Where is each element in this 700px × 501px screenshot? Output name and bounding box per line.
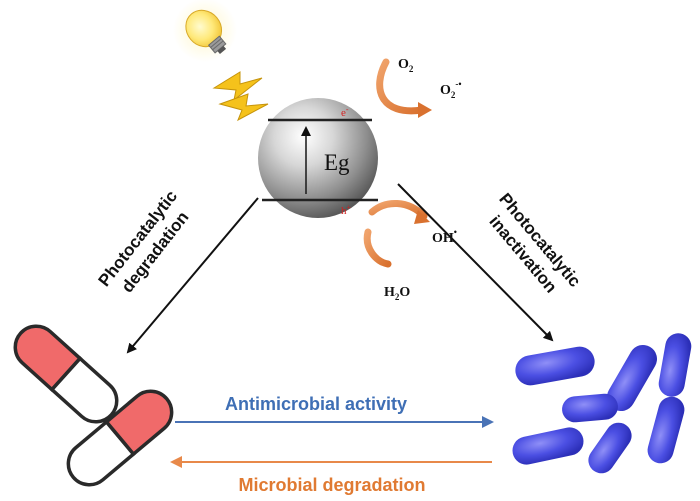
water-label: H2O [384,285,410,302]
electron-label: e- [341,105,349,119]
inactivation-arrow [397,183,554,342]
degradation-arrow [126,197,259,354]
oxygen-label: O2 [398,57,414,74]
hole-label: h+ [341,203,352,217]
band-gap-label: Eg [324,150,350,175]
water-oxidation-arrow [363,200,430,268]
antimicrobial-activity-label: Antimicrobial activity [225,394,407,414]
light-bulb-icon [173,0,237,62]
microbial-degradation-label: Microbial degradation [238,475,425,495]
catalyst-sphere: Eg e- h+ [258,98,378,218]
capsule-icon [66,389,174,487]
bacteria-icon [512,333,692,474]
capsule-icon [13,324,119,424]
lightning-bolt-icon [212,71,269,122]
photocatalytic-inactivation-label: Photocatalytic inactivation [485,189,584,296]
oxygen-reduction-arrow [376,58,432,118]
superoxide-label: O2-• [440,79,462,100]
